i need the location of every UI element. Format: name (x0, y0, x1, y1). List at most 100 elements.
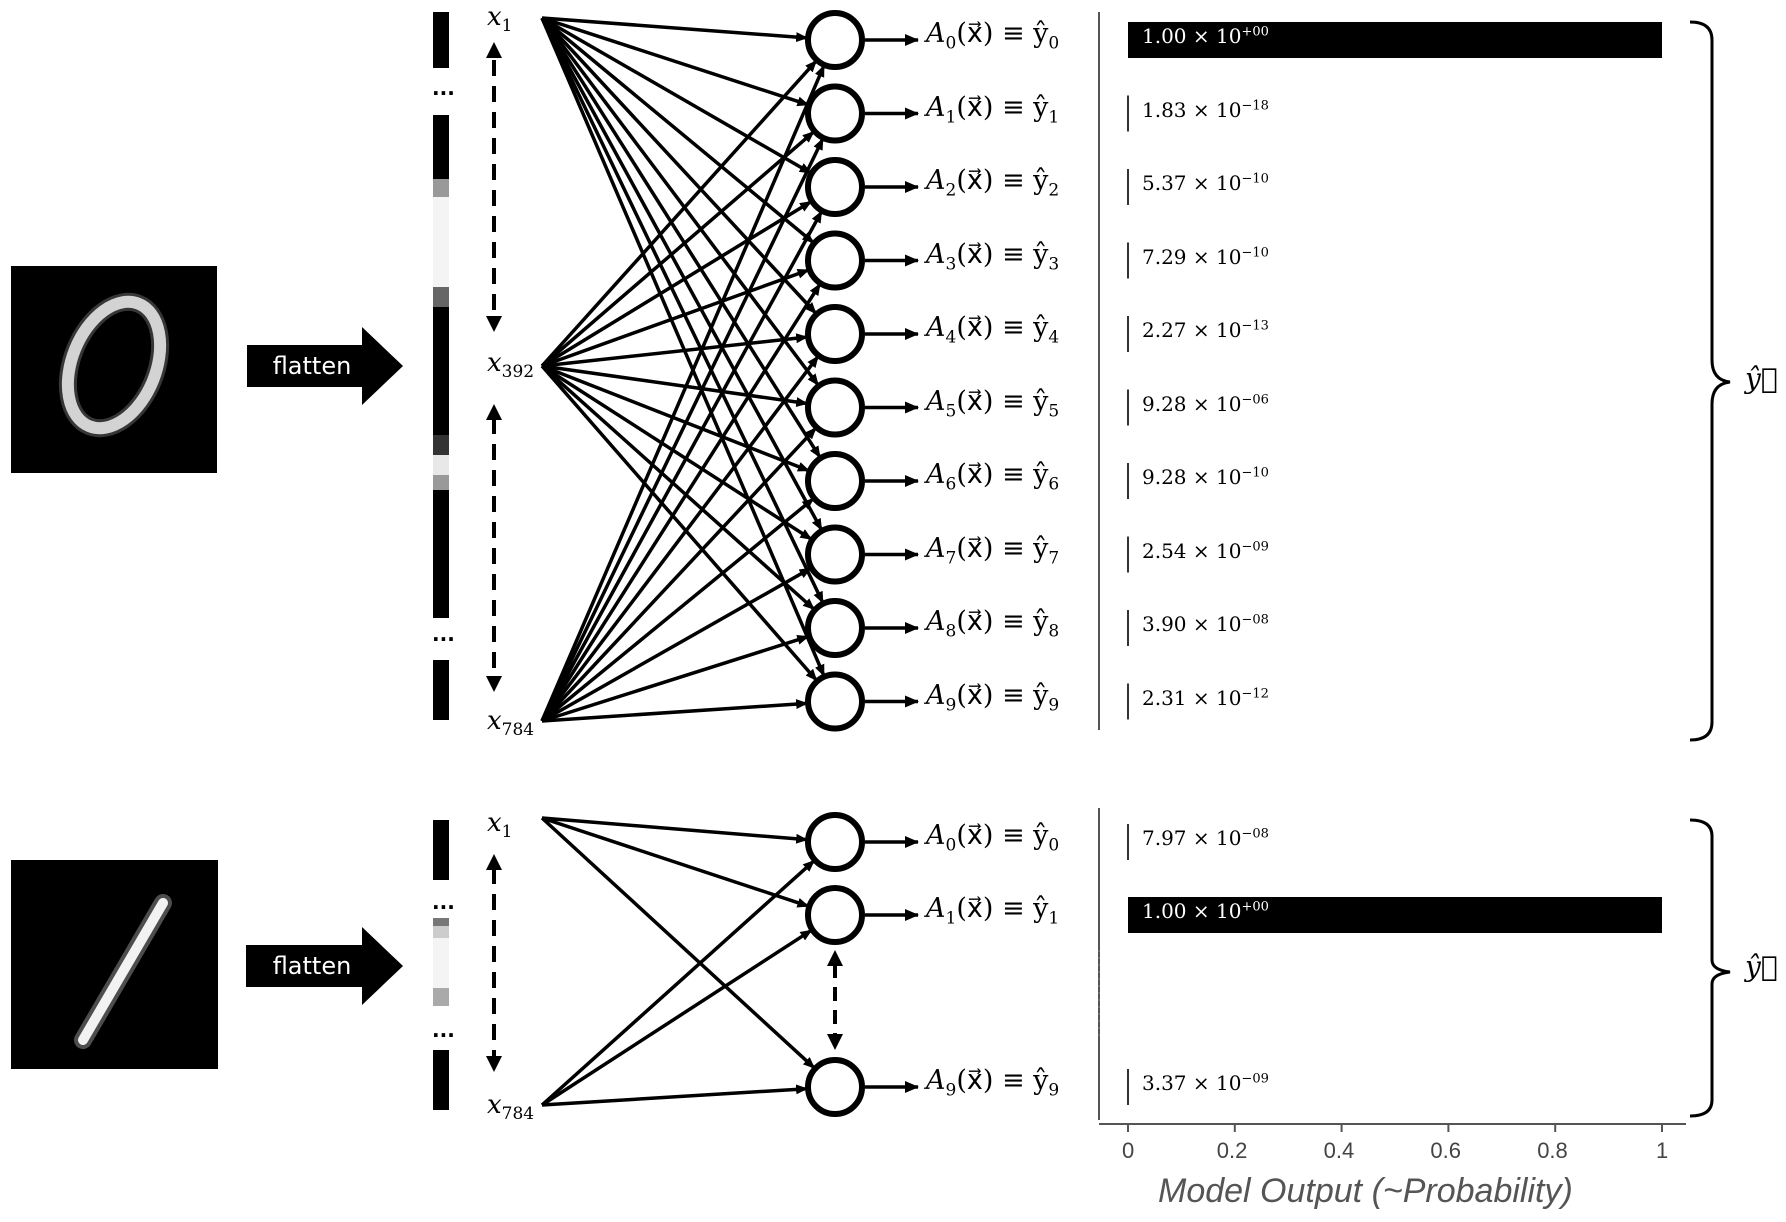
output-label: A5(x⃗) ≡ ŷ5 (926, 385, 1060, 421)
output-value-label: 2.31 × 10−12 (1142, 685, 1269, 710)
output-value-label: 3.90 × 10−08 (1142, 612, 1269, 636)
connection-arrow (540, 17, 825, 674)
ellipsis-bottom-1: ... (432, 890, 455, 914)
digit-one-image (11, 860, 218, 1069)
output-label: A0(x⃗) ≡ ŷ0 (926, 820, 1060, 856)
output-label: A7(x⃗) ≡ ŷ7 (926, 532, 1060, 568)
connection-arrow (541, 203, 809, 368)
connection-arrow (541, 364, 805, 403)
output-node (805, 83, 865, 144)
output-node (805, 10, 865, 70)
x-tick-label: 1 (1656, 1138, 1669, 1163)
probability-bar (1128, 897, 1662, 933)
output-label: A0(x⃗) ≡ ŷ0 (926, 18, 1060, 54)
output-value-label: 9.28 × 10−06 (1142, 391, 1269, 416)
input-label: x1 (487, 808, 513, 843)
output-value-label: 9.28 × 10−10 (1142, 465, 1269, 489)
connection-arrow (541, 364, 810, 538)
connection-arrow (540, 358, 817, 723)
connection-arrow (540, 500, 812, 723)
x-axis-title: Model Output (~Probability) (1158, 1172, 1573, 1210)
output-value-label: 5.37 × 10−10 (1142, 171, 1269, 195)
probability-bar (1128, 22, 1662, 58)
output-value-label: 7.29 × 10−10 (1142, 244, 1269, 269)
connection-arrow (541, 364, 807, 472)
y-vector-label-bottom: ŷ⃗ (1745, 950, 1778, 983)
connection-arrow (541, 16, 809, 174)
connection-arrow (541, 16, 806, 104)
connection-arrow (541, 1089, 805, 1107)
connection-arrow (540, 16, 817, 384)
connection-arrow (540, 17, 823, 528)
dashed-arrowheads (486, 42, 843, 1072)
output-node (805, 451, 865, 511)
connection-arrow (540, 133, 812, 368)
output-label: A1(x⃗) ≡ ŷ1 (926, 893, 1060, 929)
x-tick-label: 0 (1122, 1138, 1135, 1163)
connection-arrow (541, 16, 805, 38)
output-node (805, 885, 865, 945)
output-value-label: 1.00 × 10+00 (1142, 899, 1269, 923)
brace-top (1689, 20, 1731, 742)
connection-arrow (540, 429, 815, 723)
connection-arrow (541, 703, 805, 723)
input-label: x784 (487, 1090, 535, 1125)
connection-arrow (541, 816, 805, 840)
connection-arrow (541, 271, 807, 368)
connection-arrow (540, 364, 813, 608)
x-tick-label: 0.4 (1323, 1138, 1355, 1163)
connection-arrow (541, 337, 805, 368)
connection-arrow (540, 816, 813, 1067)
connection-arrow (541, 637, 806, 723)
output-node (805, 377, 865, 438)
output-label: A1(x⃗) ≡ ŷ1 (926, 91, 1060, 127)
connection-arrow (540, 364, 815, 679)
x-tick-label: 0.2 (1216, 1138, 1248, 1163)
connection-arrow (540, 286, 819, 722)
connection-arrow (540, 62, 815, 368)
connection-arrow (540, 16, 815, 312)
output-label: A4(x⃗) ≡ ŷ4 (926, 312, 1060, 348)
output-node (805, 598, 865, 658)
input-label: x784 (487, 706, 535, 741)
output-node (805, 157, 865, 217)
ellipsis-top-1: ... (432, 76, 455, 100)
connection-arrow (541, 931, 810, 1107)
output-value-label: 3.37 × 10−09 (1142, 1071, 1269, 1095)
pixel-strip-bottom (433, 820, 449, 1110)
output-node (805, 304, 865, 364)
input-label: x392 (487, 348, 535, 383)
connection-arrow (540, 68, 825, 722)
output-label: A9(x⃗) ≡ ŷ9 (926, 679, 1060, 715)
output-label: A2(x⃗) ≡ ŷ2 (926, 165, 1060, 201)
output-value-label: 1.00 × 10+00 (1142, 24, 1269, 48)
connection-arrow (540, 141, 824, 722)
connection-arrow (541, 567, 809, 723)
output-node (805, 812, 865, 872)
output-value-label: 7.97 × 10−08 (1142, 826, 1269, 850)
flatten-label-top: flatten (272, 352, 352, 380)
output-value-label: 2.54 × 10−09 (1142, 538, 1269, 563)
output-label: A9(x⃗) ≡ ŷ9 (926, 1065, 1060, 1101)
pixel-strip-top (433, 12, 449, 720)
output-node (805, 1057, 865, 1117)
connection-arrow (540, 17, 819, 456)
output-label: A8(x⃗) ≡ ŷ8 (926, 606, 1060, 642)
output-node (805, 671, 865, 732)
flatten-label-bottom: flatten (272, 952, 352, 980)
brace-bottom (1689, 818, 1731, 1118)
digit-zero-image (11, 266, 217, 473)
y-vector-label-top: ŷ⃗ (1745, 362, 1778, 395)
output-label: A6(x⃗) ≡ ŷ6 (926, 459, 1060, 495)
input-label: x1 (487, 2, 513, 37)
output-value-label: 2.27 × 10−13 (1142, 318, 1269, 342)
output-value-label: 1.83 × 10−18 (1142, 97, 1269, 122)
x-tick-label: 0.6 (1430, 1138, 1461, 1163)
output-node (805, 230, 865, 291)
x-tick-label: 0.8 (1537, 1138, 1568, 1163)
connection-arrow (541, 816, 807, 906)
output-node (805, 524, 865, 585)
ellipsis-top-2: ... (432, 622, 455, 646)
